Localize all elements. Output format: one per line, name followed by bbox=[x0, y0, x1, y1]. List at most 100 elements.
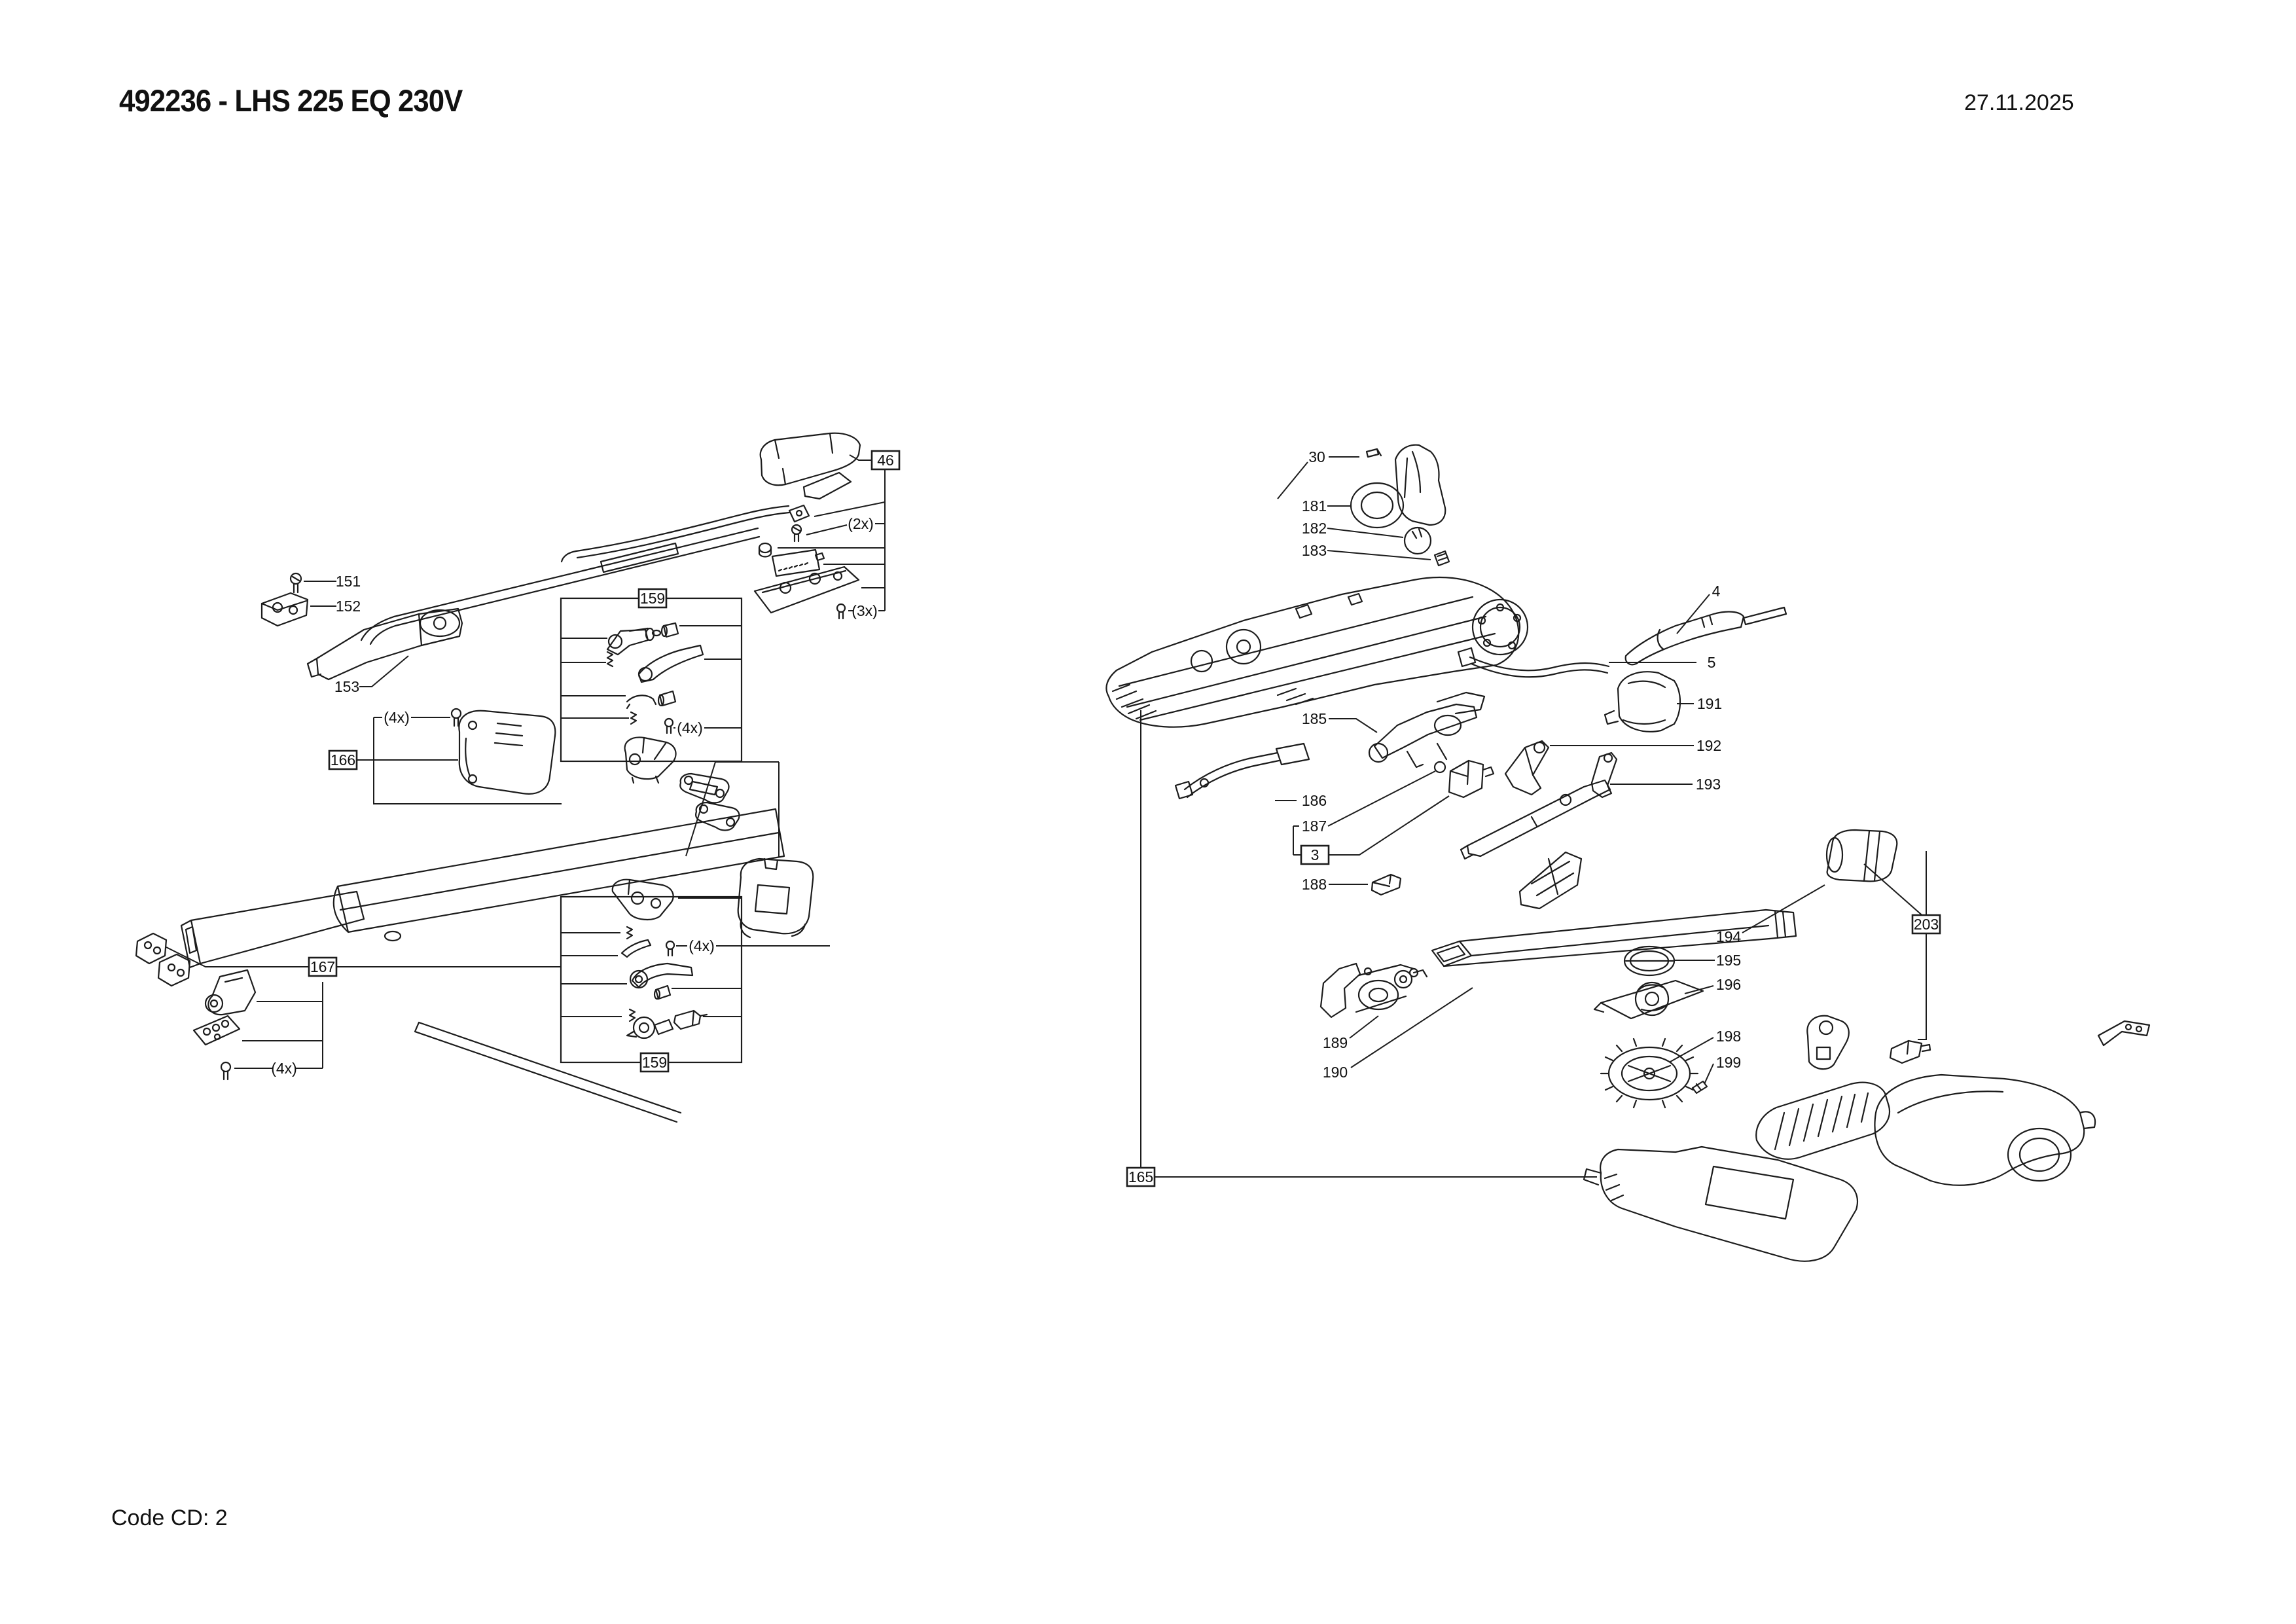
svg-text:188: 188 bbox=[1302, 876, 1327, 893]
part-labels-layer: 46(2x)(3x)151152153(4x)166159(4x)167(4x)… bbox=[271, 448, 1941, 1187]
part-ref-152-4: 152 bbox=[336, 598, 361, 615]
part-ref-4-18: 4 bbox=[1712, 583, 1721, 600]
svg-text:152: 152 bbox=[336, 598, 361, 615]
part-clamp-bracket bbox=[1806, 1015, 1850, 1070]
svg-text:196: 196 bbox=[1716, 976, 1741, 993]
part-base-plate bbox=[192, 1015, 241, 1046]
svg-text:(4x): (4x) bbox=[689, 937, 715, 954]
part-ref-5-19: 5 bbox=[1708, 654, 1716, 671]
part-end-cover bbox=[737, 857, 814, 939]
part-192-lever bbox=[1504, 740, 1618, 799]
part-185-handle bbox=[1368, 691, 1486, 768]
svg-text:182: 182 bbox=[1302, 520, 1327, 537]
part-gearhead-housing bbox=[1105, 576, 1529, 728]
part-ref-30-14: 30 bbox=[1308, 448, 1325, 465]
part-flat-clip bbox=[2097, 1020, 2151, 1047]
part-ref-196-32: 196 bbox=[1716, 976, 1741, 993]
svg-text:191: 191 bbox=[1697, 695, 1722, 712]
part-151-screw bbox=[289, 572, 302, 594]
part-181-cluster bbox=[1350, 444, 1450, 567]
group-ref-159-8: 159 bbox=[637, 588, 668, 609]
quantity-note-4x-6: (4x) bbox=[384, 709, 410, 726]
part-ref-153-5: 153 bbox=[334, 678, 359, 695]
part-ref-191-20: 191 bbox=[1697, 695, 1722, 712]
page-title: 492236 - LHS 225 EQ 230V bbox=[119, 83, 463, 118]
quantity-note-4x-13: (4x) bbox=[689, 937, 715, 954]
part-193-rail bbox=[1460, 779, 1611, 910]
part-grommet bbox=[758, 542, 772, 558]
svg-text:193: 193 bbox=[1696, 776, 1721, 793]
group-ref-165-36: 165 bbox=[1126, 1166, 1156, 1187]
part-ref-193-22: 193 bbox=[1696, 776, 1721, 793]
part-153-arm bbox=[306, 607, 463, 681]
svg-text:(2x): (2x) bbox=[848, 515, 874, 532]
part-ref-182-16: 182 bbox=[1302, 520, 1327, 537]
part-handle-upper-shell bbox=[1874, 1074, 2096, 1186]
group-ref-203-35: 203 bbox=[1911, 914, 1941, 935]
group-ref-3-26: 3 bbox=[1300, 844, 1330, 865]
right-assembly bbox=[1105, 444, 2151, 1262]
svg-text:(3x): (3x) bbox=[852, 602, 878, 619]
svg-text:159: 159 bbox=[642, 1054, 667, 1071]
group-ref-46-0: 46 bbox=[870, 450, 901, 471]
part-191-cover bbox=[1604, 671, 1681, 732]
group-rect-159-bottom bbox=[560, 895, 743, 1064]
part-screw-3x bbox=[836, 603, 846, 620]
part-186-harness bbox=[1174, 742, 1310, 800]
part-ref-189-28: 189 bbox=[1323, 1034, 1348, 1051]
part-roller-bracket bbox=[204, 969, 257, 1016]
svg-text:46: 46 bbox=[877, 452, 894, 469]
quantity-note-4x-9: (4x) bbox=[677, 719, 703, 736]
svg-text:159: 159 bbox=[640, 590, 665, 607]
part-ref-199-34: 199 bbox=[1716, 1054, 1741, 1071]
part-pcb-plate bbox=[753, 566, 860, 614]
group-159-bottom-parts bbox=[611, 878, 708, 1039]
left-assembly bbox=[135, 432, 886, 1123]
part-plug-cable bbox=[1457, 606, 1787, 678]
part-ref-195-31: 195 bbox=[1716, 952, 1741, 969]
svg-text:181: 181 bbox=[1302, 497, 1327, 514]
svg-text:183: 183 bbox=[1302, 542, 1327, 559]
part-194-barrel bbox=[1825, 829, 1898, 882]
part-199-clip bbox=[1691, 1080, 1708, 1094]
part-167-beam bbox=[180, 808, 785, 1123]
svg-text:194: 194 bbox=[1716, 928, 1742, 945]
svg-text:198: 198 bbox=[1716, 1028, 1741, 1045]
svg-text:190: 190 bbox=[1323, 1064, 1348, 1081]
part-195-ring bbox=[1623, 945, 1676, 977]
part-188-brush bbox=[1371, 873, 1402, 896]
code-cd-label: Code CD: 2 bbox=[111, 1506, 228, 1530]
svg-text:185: 185 bbox=[1302, 710, 1327, 727]
part-link-plates bbox=[679, 772, 740, 831]
group-ref-166-7: 166 bbox=[328, 749, 358, 770]
quantity-note-4x-11: (4x) bbox=[271, 1060, 297, 1077]
quantity-note-2x-1: (2x) bbox=[848, 515, 874, 532]
part-pole bbox=[360, 527, 761, 645]
part-screw-4x-a bbox=[450, 708, 462, 727]
svg-text:5: 5 bbox=[1708, 654, 1716, 671]
part-clamp-blocks bbox=[135, 932, 191, 987]
part-switch-block bbox=[771, 549, 825, 577]
part-ref-192-21: 192 bbox=[1696, 737, 1721, 754]
right-leader-lines bbox=[1140, 456, 1927, 1178]
part-ref-198-33: 198 bbox=[1716, 1028, 1741, 1045]
part-ref-151-3: 151 bbox=[336, 573, 361, 590]
svg-text:(4x): (4x) bbox=[677, 719, 703, 736]
part-196-fan bbox=[1593, 979, 1704, 1020]
svg-text:189: 189 bbox=[1323, 1034, 1348, 1051]
svg-text:192: 192 bbox=[1696, 737, 1721, 754]
part-cable-assembly bbox=[560, 504, 810, 563]
svg-text:151: 151 bbox=[336, 573, 361, 590]
part-top-cover bbox=[759, 432, 861, 500]
part-ref-194-30: 194 bbox=[1716, 928, 1742, 945]
part-handle-ribbed bbox=[1755, 1081, 1891, 1160]
group-159-top-parts bbox=[606, 622, 704, 784]
part-ref-188-27: 188 bbox=[1302, 876, 1327, 893]
part-190-duct bbox=[1431, 909, 1797, 967]
svg-text:30: 30 bbox=[1308, 448, 1325, 465]
svg-text:187: 187 bbox=[1302, 818, 1327, 835]
part-189-motor bbox=[1319, 962, 1428, 1019]
part-ref-190-29: 190 bbox=[1323, 1064, 1348, 1081]
